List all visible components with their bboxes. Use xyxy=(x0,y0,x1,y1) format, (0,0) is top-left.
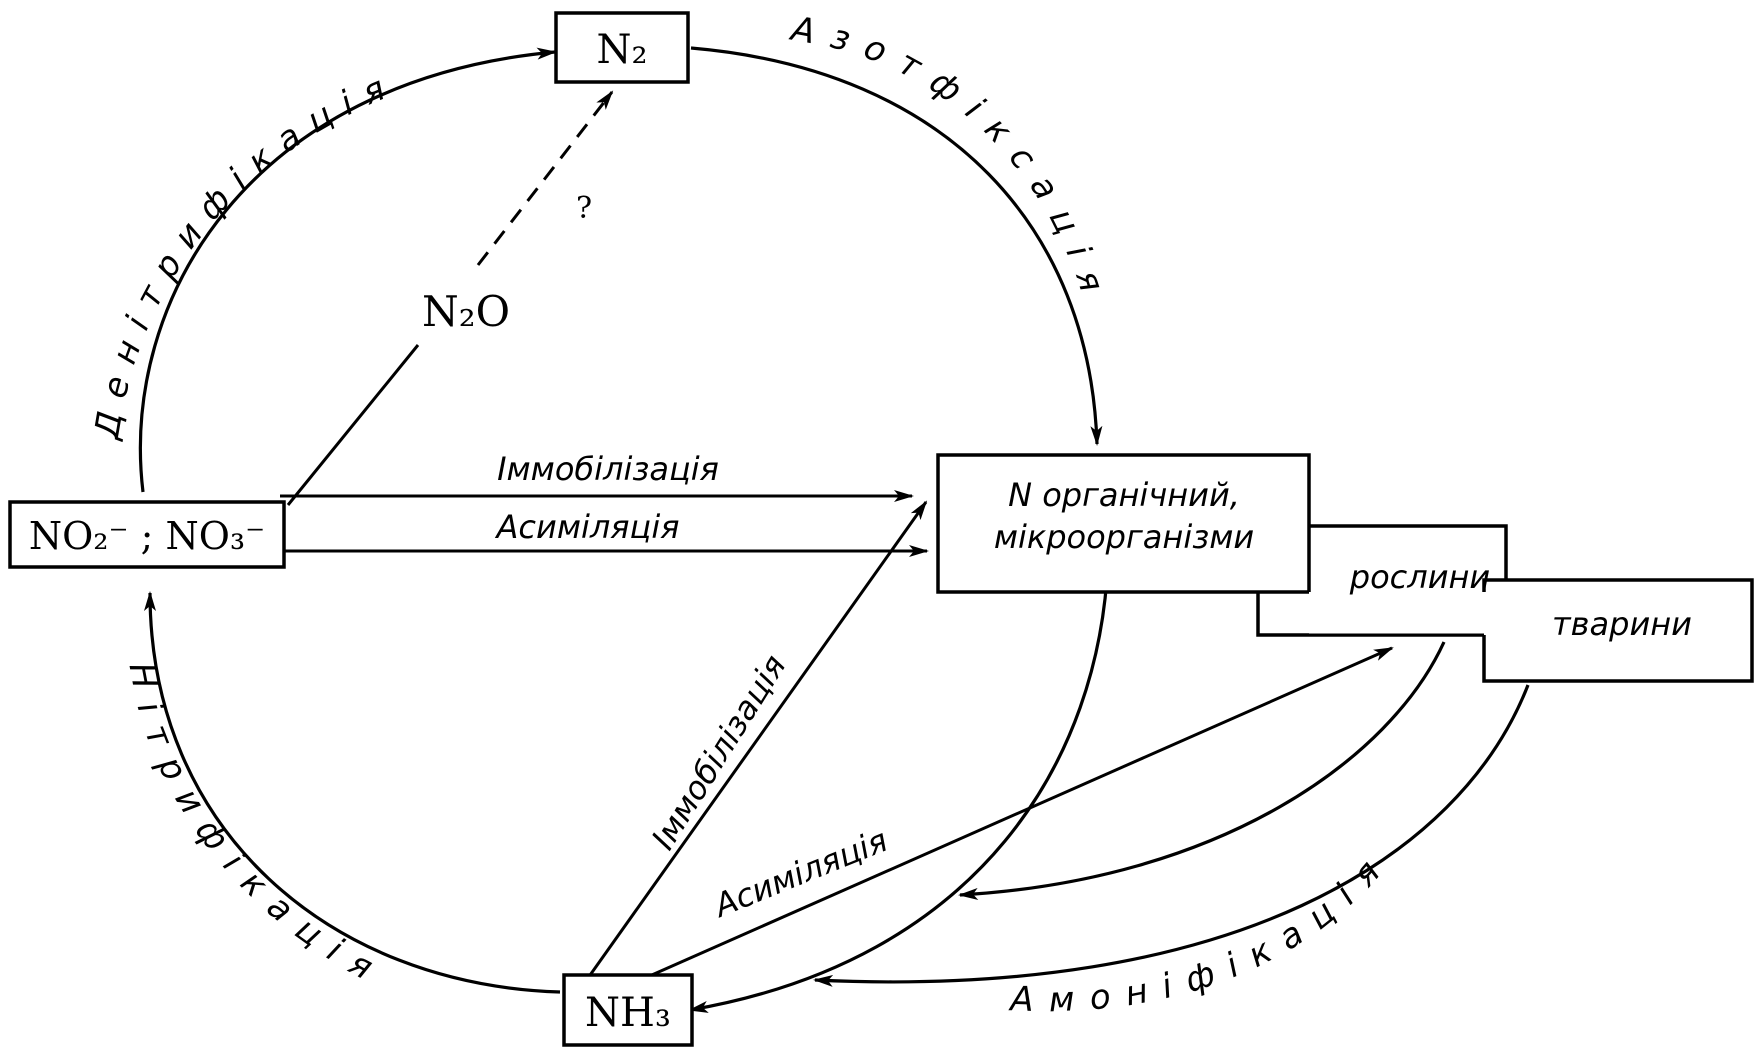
denitrification-label: Денітрифікація xyxy=(87,63,404,443)
animals-label: тварини xyxy=(1552,605,1692,643)
immobilization-label: Іммобілізація xyxy=(497,450,719,488)
ammonia-assimilation-arrow xyxy=(644,646,1394,980)
animals-box xyxy=(1482,578,1754,683)
ammonia-immobilization-arrow xyxy=(586,500,928,979)
n2-label: N₂ xyxy=(596,27,647,73)
n2-box xyxy=(554,11,690,84)
organic-n-label-line1: N органічний, xyxy=(1008,476,1240,514)
nitrate-box xyxy=(8,500,286,569)
plants-decay-arc xyxy=(958,641,1446,900)
organic-n-label-line2: мікроорганізми xyxy=(994,518,1254,556)
assimilation-label: Асиміляція xyxy=(495,508,680,546)
nitrate-label: NO₂⁻ ; NO₃⁻ xyxy=(29,514,265,558)
nitrogen-fixation-label-path: Азотфіксація xyxy=(787,9,1101,312)
nitrogen-fixation-label: Азотфіксація xyxy=(787,9,1117,312)
ammonification-label-path: Амоніфікація xyxy=(1008,841,1383,1021)
n2o-label: N₂O xyxy=(422,287,510,336)
plants-box-front xyxy=(1309,592,1506,635)
immobilization-diagonal-label: Іммобілізація xyxy=(644,648,794,856)
nitrification-label-path: Нітрифікація xyxy=(120,659,377,995)
n2o-to-n2-dashed-arrow xyxy=(476,90,614,266)
organic-to-ammonia-arc xyxy=(688,559,1110,1013)
ammonification-arc xyxy=(813,684,1530,987)
nh3-label: NH₃ xyxy=(585,990,671,1036)
organic-n-box xyxy=(936,453,1311,594)
denitrification-arc xyxy=(138,47,557,493)
plants-label: рослини xyxy=(1349,558,1490,596)
nitrogen-fixation-arc xyxy=(690,46,1103,446)
unknown-mark: ? xyxy=(576,191,592,226)
denitrification-label-path: Денітрифікація xyxy=(87,63,390,443)
nh3-box xyxy=(562,973,694,1047)
nitrification-arc xyxy=(144,591,561,994)
nitrification-label: Нітрифікація xyxy=(120,659,393,995)
nitrate-to-n2o-line xyxy=(286,344,420,506)
ammonification-label: Амоніфікація xyxy=(1008,841,1399,1021)
